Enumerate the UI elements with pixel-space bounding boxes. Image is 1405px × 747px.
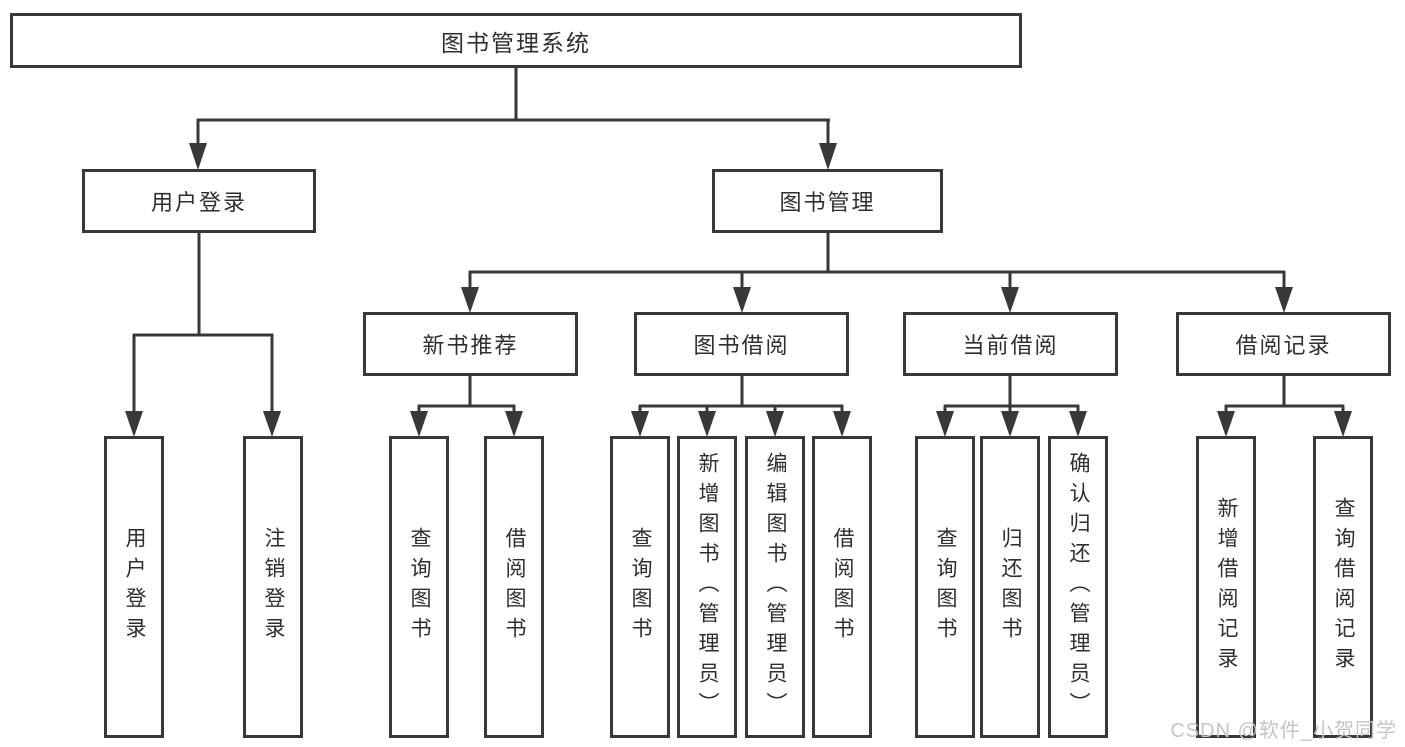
leaf-add-borrow-record: 新增借阅记录 — [1196, 436, 1256, 738]
node-book-management: 图书管理 — [712, 169, 943, 233]
node-user-login-label: 用户登录 — [150, 190, 247, 215]
leaf-user-login-label: 用户登录 — [123, 527, 146, 647]
leaf-add-books-admin: 新增图书（管理员） — [677, 436, 737, 738]
leaf-borrow-books: 借阅图书 — [812, 436, 872, 738]
leaf-add-borrow-record-label: 新增借阅记录 — [1215, 497, 1238, 677]
leaf-edit-books-admin: 编辑图书（管理员） — [745, 436, 805, 738]
node-book-borrowing-label: 图书借阅 — [693, 333, 790, 358]
node-current-borrowing-label: 当前借阅 — [962, 333, 1059, 358]
leaf-return-books: 归还图书 — [980, 436, 1040, 738]
node-new-book-recommend-label: 新书推荐 — [422, 333, 519, 358]
leaf-borrow-books-recommend-label: 借阅图书 — [503, 527, 526, 647]
leaf-borrow-books-label: 借阅图书 — [831, 527, 854, 647]
leaf-return-books-label: 归还图书 — [999, 527, 1022, 647]
leaf-borrow-books-recommend: 借阅图书 — [484, 436, 544, 738]
leaf-query-books-recommend-label: 查询图书 — [408, 527, 431, 647]
leaf-query-books-current: 查询图书 — [915, 436, 975, 738]
arrowheads — [125, 143, 1352, 437]
leaf-query-books-recommend: 查询图书 — [389, 436, 449, 738]
leaf-edit-books-admin-label: 编辑图书（管理员） — [764, 452, 787, 722]
leaf-user-login: 用户登录 — [104, 436, 164, 738]
leaf-logout-login-label: 注销登录 — [262, 527, 285, 647]
leaf-logout-login: 注销登录 — [243, 436, 303, 738]
node-borrowing-records-label: 借阅记录 — [1235, 333, 1332, 358]
leaf-query-books-current-label: 查询图书 — [934, 527, 957, 647]
leaf-confirm-return-admin: 确认归还（管理员） — [1048, 436, 1108, 738]
leaf-query-books-borrowing: 查询图书 — [610, 436, 670, 738]
leaf-query-borrow-record-label: 查询借阅记录 — [1332, 497, 1355, 677]
node-root: 图书管理系统 — [10, 13, 1022, 68]
node-current-borrowing: 当前借阅 — [903, 312, 1118, 376]
node-new-book-recommend: 新书推荐 — [363, 312, 578, 376]
watermark-text: CSDN @软件_小贺同学 — [1170, 720, 1397, 742]
node-book-management-label: 图书管理 — [779, 190, 876, 215]
leaf-query-books-borrowing-label: 查询图书 — [629, 527, 652, 647]
node-borrowing-records: 借阅记录 — [1176, 312, 1391, 376]
node-root-label: 图书管理系统 — [441, 29, 591, 56]
leaf-add-books-admin-label: 新增图书（管理员） — [696, 452, 719, 722]
leaf-confirm-return-admin-label: 确认归还（管理员） — [1067, 452, 1090, 722]
node-book-borrowing: 图书借阅 — [634, 312, 849, 376]
node-user-login: 用户登录 — [82, 169, 316, 233]
leaf-query-borrow-record: 查询借阅记录 — [1313, 436, 1373, 738]
